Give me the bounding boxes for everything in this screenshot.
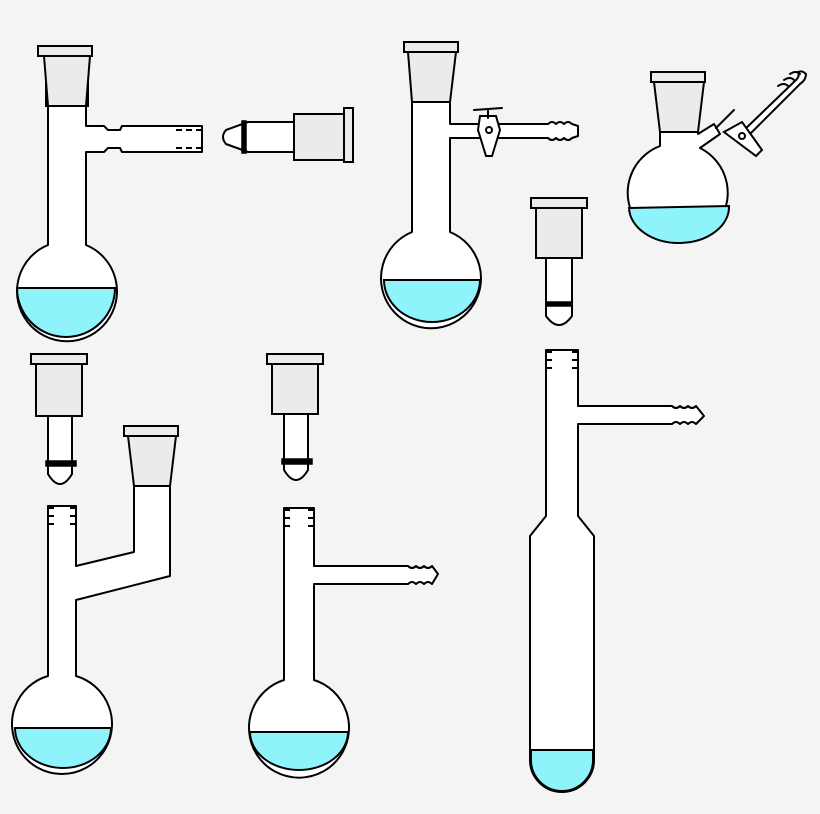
o-ring [45, 460, 77, 467]
schlenk-flask-short-neck [248, 507, 439, 779]
flask-liquid [15, 287, 117, 338]
graduation-ticks [284, 509, 314, 527]
glass-stopper [530, 197, 588, 326]
two-neck-flask [11, 425, 179, 775]
angled-stopcock-icon[interactable] [715, 109, 764, 158]
stopper-with-o-ring-middle [266, 353, 324, 481]
schlenk-flask-with-side-arm [15, 45, 203, 343]
o-ring [545, 301, 573, 307]
o-ring [281, 458, 313, 465]
graduation-ticks [48, 507, 76, 525]
stopper-with-hose-adapter [222, 107, 354, 163]
joint-collar [37, 45, 93, 57]
o-ring [241, 120, 247, 154]
round-bottom-flask-with-angled-tap [626, 70, 807, 244]
schlenk-flask-with-stopcock [380, 41, 579, 330]
stopcock-icon[interactable] [473, 107, 503, 157]
graduation-ticks [546, 351, 578, 369]
hose-barb-ticks [176, 129, 202, 149]
schlenk-tube [529, 349, 705, 793]
stopper-with-o-ring-left [30, 353, 88, 485]
